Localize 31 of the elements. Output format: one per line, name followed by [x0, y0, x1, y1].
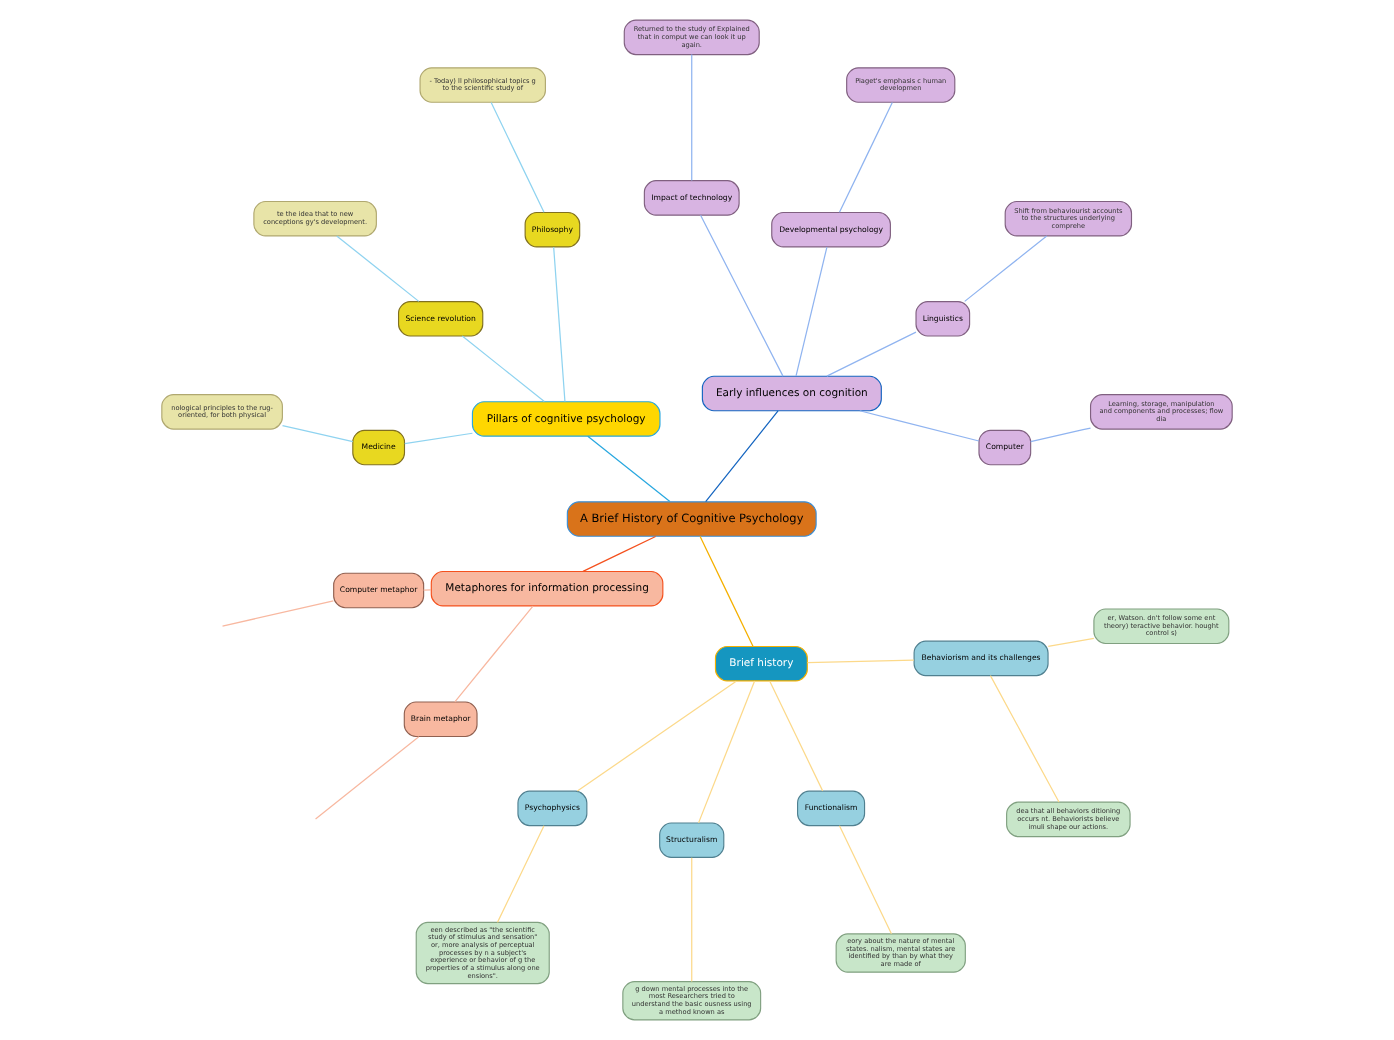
connector: [826, 331, 917, 377]
connector: [496, 825, 545, 923]
connector: [838, 825, 893, 935]
connector: [314, 736, 420, 820]
connector: [461, 335, 545, 403]
connector: [423, 589, 432, 591]
connector: [964, 235, 1048, 302]
connector: [336, 235, 420, 302]
connector: [795, 246, 828, 377]
connector: [404, 432, 474, 445]
connector: [1030, 427, 1092, 443]
connector: [859, 410, 980, 442]
connector: [454, 605, 534, 703]
connector: [576, 680, 737, 792]
connector: [691, 53, 693, 182]
connector: [989, 675, 1060, 803]
connector: [553, 246, 566, 403]
connector: [705, 410, 779, 503]
connector: [697, 680, 756, 824]
connector: [221, 600, 334, 627]
connector: [281, 425, 354, 443]
connector: [699, 535, 754, 647]
connector: [838, 101, 893, 213]
connector: [769, 680, 824, 792]
connector: [1047, 637, 1095, 648]
connector: [490, 101, 545, 213]
connector: [587, 435, 671, 503]
connector: [691, 857, 693, 983]
connector: [582, 535, 657, 573]
connector: [700, 214, 784, 377]
connector: [806, 659, 915, 664]
